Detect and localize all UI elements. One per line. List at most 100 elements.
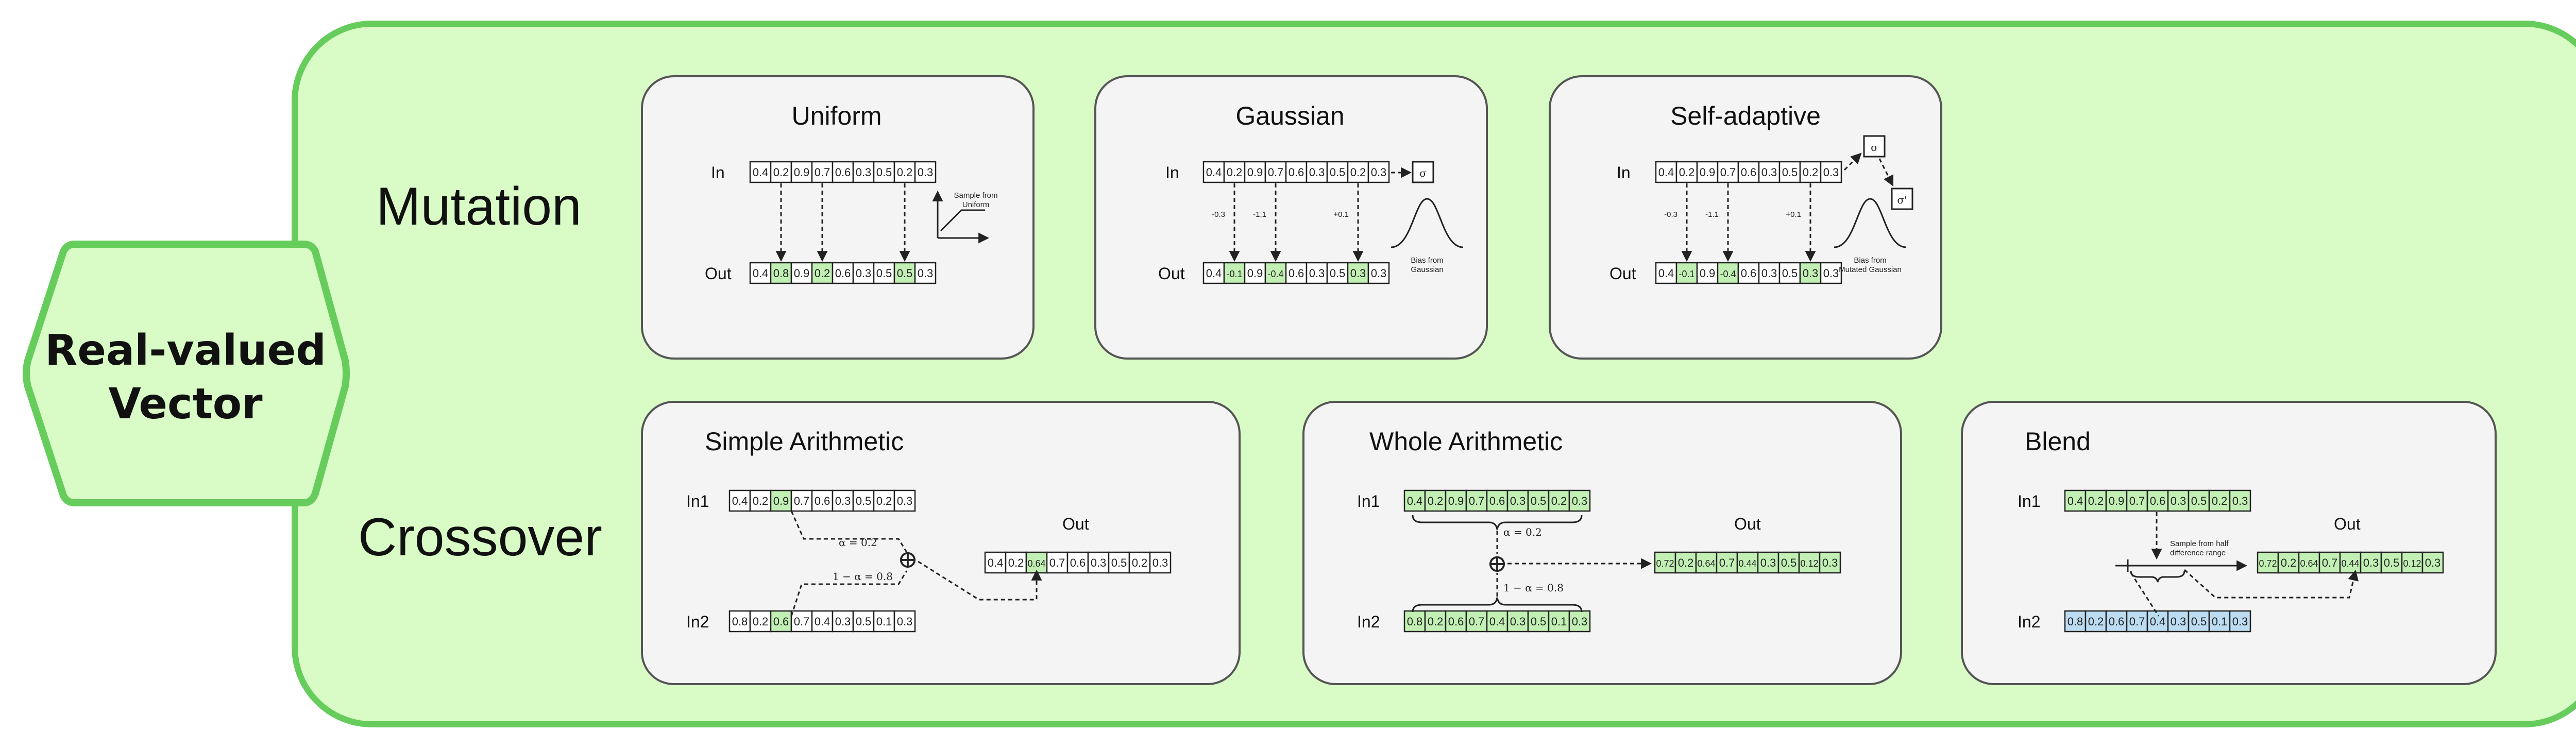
vector-cell-value: 0.5 (2191, 495, 2207, 507)
vector-cell-value: -0.4 (1267, 269, 1283, 279)
mutation-delta: +0.1 (1786, 210, 1801, 219)
vector-cell-value: 0.3 (1823, 166, 1839, 179)
vector-cell-value: 0.6 (2109, 615, 2125, 628)
vector-cell-value: 0.5 (856, 615, 872, 628)
vector-cell-value: 0.6 (815, 495, 831, 507)
vector-cell (2421, 551, 2444, 574)
vector-cell (1778, 161, 1801, 183)
vector-cell (2208, 489, 2231, 512)
blend-out-label: Out (2334, 515, 2361, 533)
vector-cell (749, 161, 772, 183)
vector-cell-value: 0.3 (1309, 267, 1325, 280)
vector-cell-value: 0.3 (1371, 267, 1387, 280)
vector-cell-value: 0.5 (2191, 615, 2207, 628)
vector-cell-value: 0.5 (1330, 166, 1346, 179)
vector-cell (1655, 262, 1677, 284)
vector-cell-value: 0.3 (897, 495, 913, 507)
vector-cell-value: 0.2 (773, 166, 789, 179)
vector-cell (893, 610, 916, 633)
vector-cell-value: 0.3 (1760, 556, 1776, 569)
vector-cell-value: 0.2 (2212, 495, 2228, 507)
vector-cell (1264, 161, 1287, 183)
vector-cell (770, 262, 792, 284)
blend-in1-label: In1 (2018, 492, 2040, 511)
simple-arithmetic-in1-label: In1 (686, 492, 709, 511)
vector-cell-value: 0.5 (1782, 267, 1798, 280)
vector-cell (1820, 161, 1842, 183)
vector-cell (1737, 161, 1760, 183)
vector-cell-value: 0.6 (835, 267, 851, 280)
vector-cell (1778, 262, 1801, 284)
vector-cell (1445, 489, 1467, 512)
vector-cell-value: 0.3 (1761, 267, 1777, 280)
vector-cell-value: 0.9 (773, 495, 789, 507)
vector-cell (914, 161, 937, 183)
mutation-section-label: Mutation (376, 177, 582, 236)
vector-cell (1819, 551, 1841, 574)
vector-cell-value: 0.3 (856, 267, 872, 280)
vector-cell (1798, 551, 1821, 574)
whole-arithmetic-one-minus-alpha: 1 − α = 0.8 (1503, 582, 1564, 594)
vector-cell (2105, 489, 2128, 512)
vector-cell (1758, 161, 1781, 183)
vector-cell-value: 0.7 (1469, 615, 1485, 628)
vector-cell-value: 0.2 (1678, 556, 1694, 569)
gaussian-panel-box (1094, 75, 1488, 360)
gaussian-sigma: σ (1419, 167, 1427, 179)
vector-cell (1285, 161, 1308, 183)
vector-cell-value: 0.8 (1407, 615, 1423, 628)
vector-cell-value: 0.5 (1330, 267, 1346, 280)
vector-cell-value: 0.2 (876, 495, 892, 507)
vector-cell (832, 161, 854, 183)
vector-cell (1424, 610, 1447, 633)
vector-cell-value: 0.6 (1448, 615, 1464, 628)
simple-arithmetic-title: Simple Arithmetic (705, 427, 904, 456)
vector-cell (1696, 262, 1719, 284)
vector-cell-value: 0.5 (1111, 556, 1127, 569)
vector-cell (2167, 489, 2190, 512)
vector-cell-value: 0.12 (2403, 558, 2421, 569)
vector-cell (770, 489, 792, 512)
vector-cell-value: 0.5 (2384, 556, 2400, 569)
vector-cell (1244, 161, 1266, 183)
vector-cell-value: 0.3 (2171, 495, 2187, 507)
gaussian-mutation-arrows: -0.3-1.1+0.1 (1212, 183, 1364, 262)
vector-cell-value: 0.9 (794, 267, 810, 280)
vector-cell-value: 0.7 (815, 166, 831, 179)
simple-arithmetic-out-label: Out (1062, 515, 1089, 533)
vector-cell (1326, 161, 1349, 183)
vector-cell (1737, 262, 1760, 284)
vector-cell-value: 0.4 (1489, 615, 1505, 628)
self-adaptive-out-label: Out (1609, 264, 1636, 283)
vector-cell-value: 0.3 (2232, 615, 2248, 628)
simple-arithmetic-plus-icon: ⊕ (897, 545, 918, 574)
self-adaptive-sigma-box (1863, 135, 1886, 158)
vector-cell-value: 0.7 (1049, 556, 1065, 569)
mutation-delta: -1.1 (1705, 210, 1719, 219)
vector-cell-value: 0.72 (1656, 558, 1674, 569)
vector-cell-value: 0.3 (1823, 267, 1839, 280)
vector-cell-value: 0.9 (1700, 267, 1716, 280)
blend-range-brace (2130, 570, 2185, 583)
vector-cell-value: 0.4 (2067, 495, 2083, 507)
self-adaptive-note-line2: Mutated Gaussian (1839, 265, 1902, 274)
whole-arithmetic-plus-icon: ⊕ (1487, 549, 1507, 578)
vector-cell-value: 0.9 (1247, 166, 1263, 179)
gaussian-sigma-box (1412, 161, 1434, 183)
vector-cell (1717, 161, 1739, 183)
vector-cell-value: 0.3 (2232, 495, 2248, 507)
uniform-in-label: In (711, 163, 725, 182)
vector-cell-value: 0.4 (1206, 267, 1222, 280)
vector-cell (1820, 262, 1842, 284)
vector-cell (1367, 262, 1390, 284)
vector-cell-value: -0.1 (1226, 269, 1242, 279)
uniform-panel-box (641, 75, 1035, 360)
vector-cell-value: 0.64 (1697, 558, 1715, 569)
vector-cell-value: 0.3 (897, 615, 913, 628)
vector-cell (1128, 551, 1151, 574)
vector-cell-value: 0.4 (2150, 615, 2166, 628)
